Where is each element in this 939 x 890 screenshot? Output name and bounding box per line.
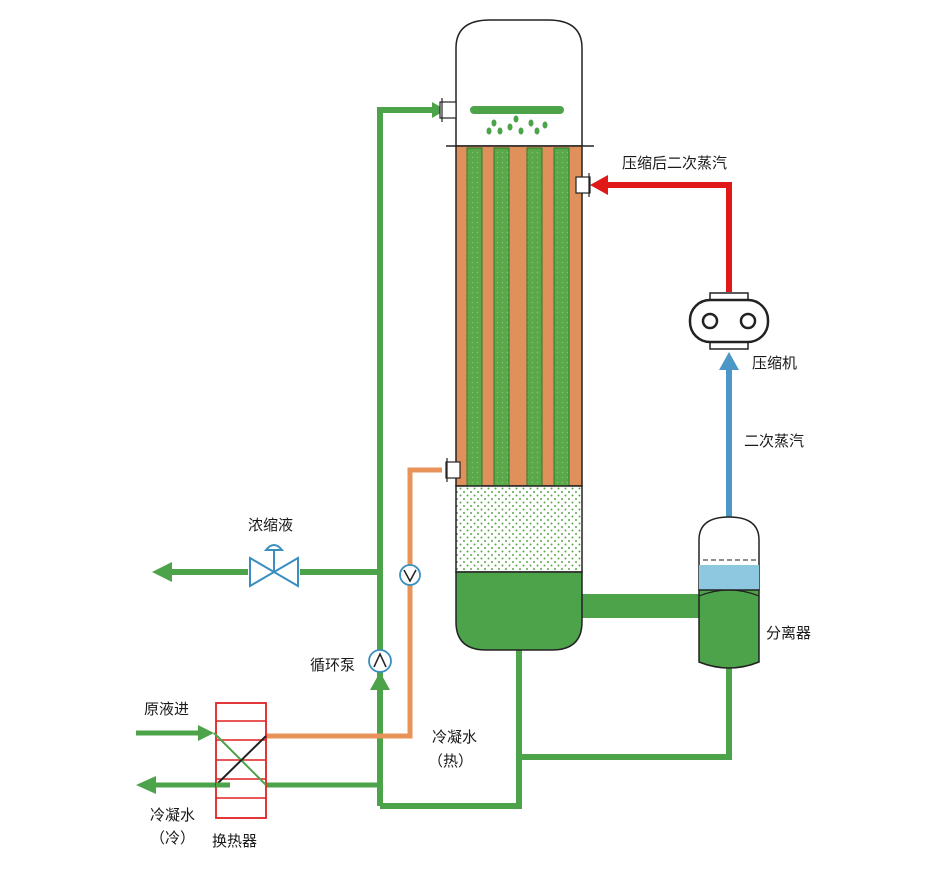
label-cold-condensate: 冷凝水 bbox=[150, 806, 195, 824]
label-compressed-vapor: 压缩后二次蒸汽 bbox=[622, 154, 727, 172]
secondary-vapor-line bbox=[719, 352, 739, 517]
label-separator: 分离器 bbox=[766, 624, 811, 642]
label-hot-condensate-note: （热） bbox=[428, 752, 473, 770]
tube bbox=[553, 147, 570, 487]
arrow-to-pump bbox=[370, 672, 390, 690]
label-hot-condensate: 冷凝水 bbox=[432, 728, 477, 746]
heat-exchanger-icon bbox=[213, 702, 267, 819]
arrow-to-spray bbox=[432, 102, 446, 118]
label-secondary-vapor: 二次蒸汽 bbox=[744, 432, 804, 450]
check-valve-icon bbox=[399, 564, 421, 586]
spray-nozzle-icon bbox=[470, 106, 564, 135]
label-cold-condensate-note: （冷） bbox=[150, 829, 195, 847]
heating-tubes bbox=[466, 147, 570, 487]
feed-inlet-line bbox=[136, 725, 214, 741]
cold-condensate-outlet-line bbox=[136, 776, 380, 794]
compressor-icon bbox=[688, 292, 770, 350]
concentrate-outlet-line bbox=[152, 562, 380, 582]
label-feed-in: 原液进 bbox=[144, 700, 189, 718]
label-heat-exchanger: 换热器 bbox=[212, 832, 257, 850]
evaporator bbox=[439, 19, 594, 651]
tube bbox=[466, 147, 483, 487]
hot-condensate-line bbox=[266, 467, 442, 739]
separator bbox=[698, 516, 760, 669]
tube bbox=[526, 147, 543, 487]
label-concentrate: 浓缩液 bbox=[248, 516, 293, 534]
globe-valve-icon[interactable] bbox=[249, 544, 299, 588]
evaporator-separator-duct bbox=[582, 594, 700, 618]
compressed-vapor-line bbox=[590, 175, 732, 292]
pump-icon[interactable] bbox=[368, 649, 392, 673]
label-circulation-pump: 循环泵 bbox=[310, 656, 355, 674]
label-compressor: 压缩机 bbox=[752, 354, 797, 372]
tube bbox=[493, 147, 510, 487]
